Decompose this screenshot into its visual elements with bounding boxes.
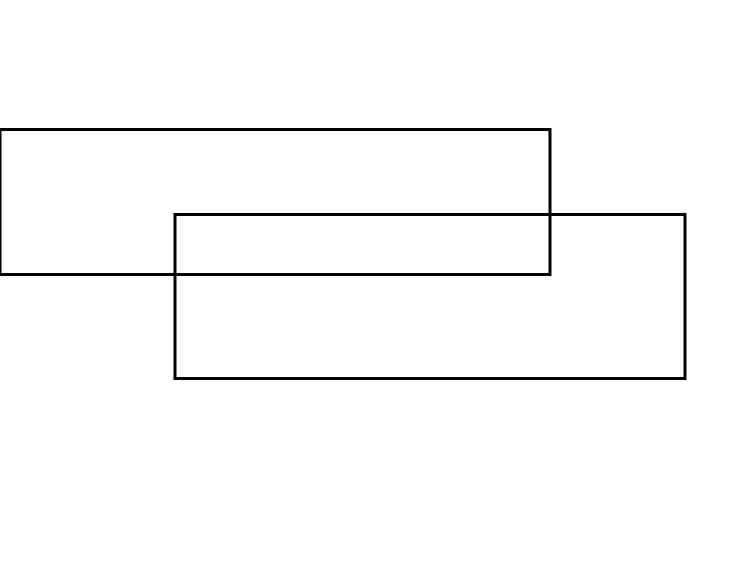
rectangle-2 [173, 213, 687, 380]
rectangle-1 [0, 128, 552, 276]
